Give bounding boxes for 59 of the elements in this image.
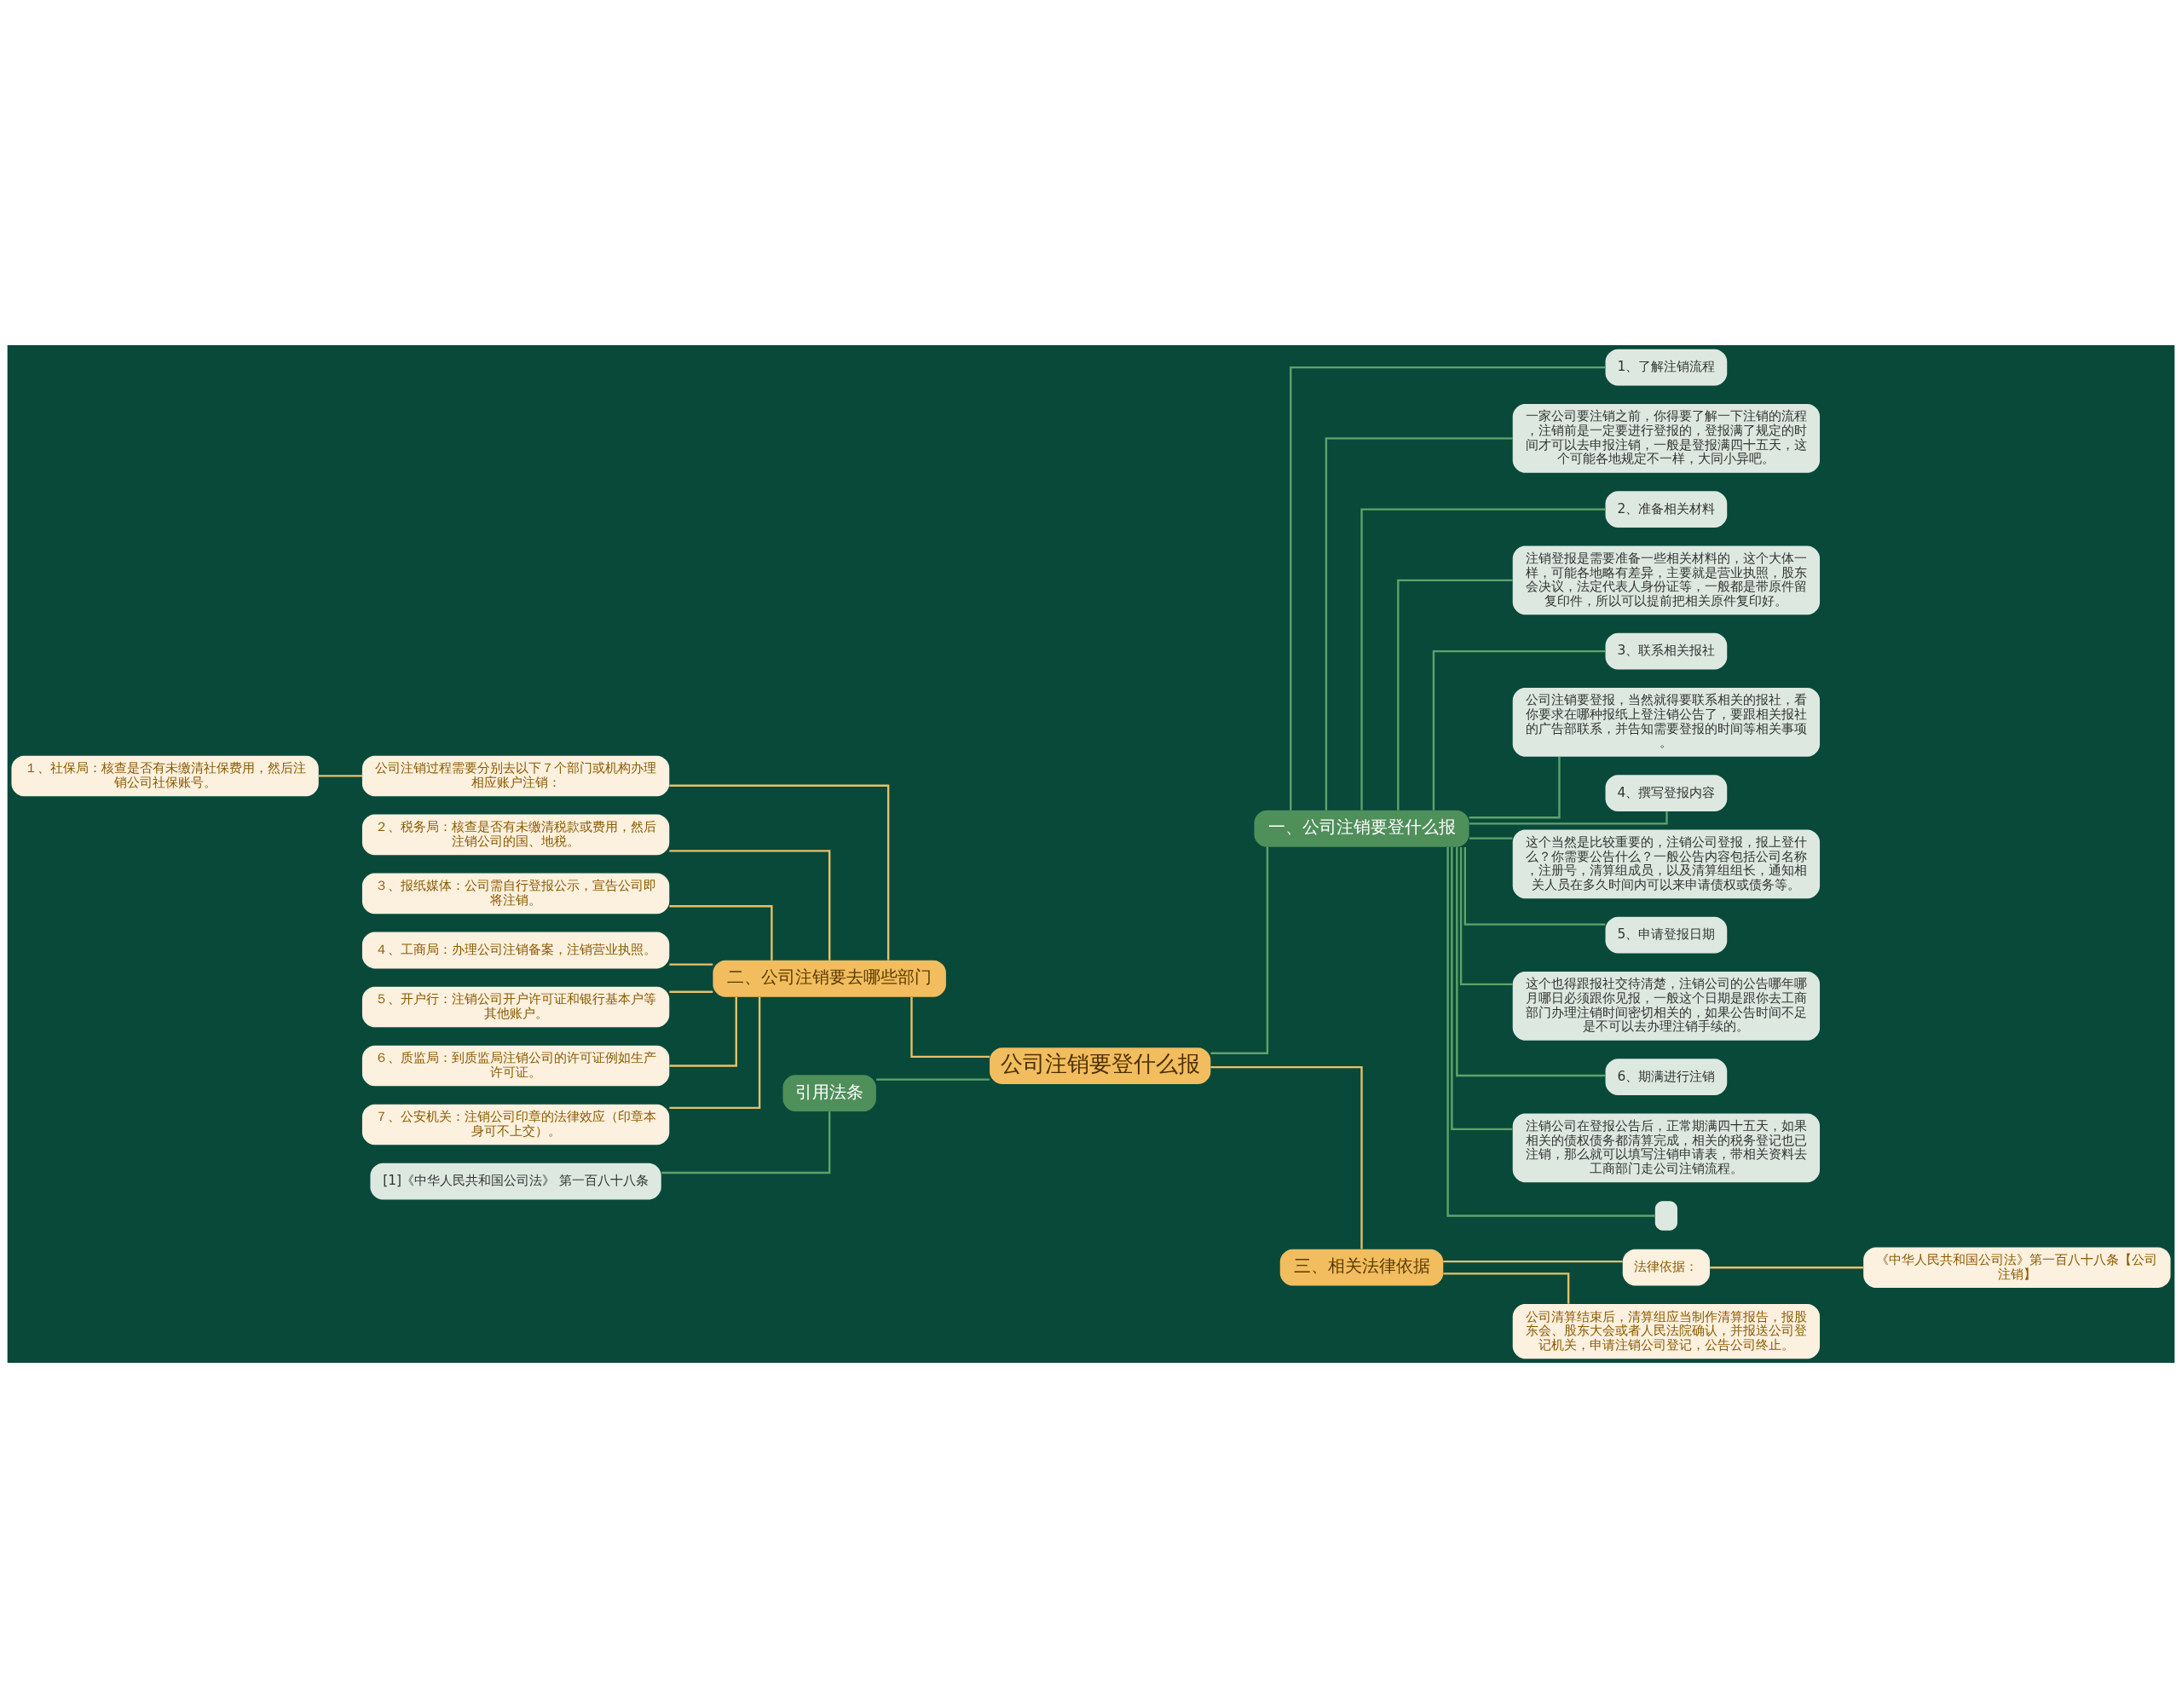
node-box: 公司清算结束后，清算组应当制作清算报告，报股东会、股东大会或者人民法院确认，并报送公司登记机关，申请注销公司登记，公告公司终止。 [1512,1304,1821,1359]
node-box: 2、准备相关材料 [1605,491,1728,528]
connector [1432,649,1606,811]
node-box: 引用法条 [782,1075,876,1112]
connector [1325,437,1513,811]
connector [1469,837,1513,840]
connector [1459,846,1513,985]
node-box: ６、质监局：到质监局注销公司的许可证例如生产许可证。 [361,1045,670,1087]
node-box: 公司注销过程需要分别去以下７个部门或机构办理相应账户注销： [361,755,670,797]
connector [1290,366,1606,811]
connector [669,784,890,961]
connector [669,963,713,966]
connector [1210,846,1269,1054]
node-box: 一家公司要注销之前，你得要了解一下注销的流程，注销前是一定要进行登报的，登报满了规定的时间才可以去申报注销，一般是登报满四十五天，这个可能各地规定不一样，大同小异吧。 [1512,404,1821,473]
connector [669,997,761,1110]
node-box: 注销公司在登报公告后，正常期满四十五天，如果相关的债权债务都清算完成，相关的税务登记也已注销，那么就可以填写注销申请表，带相关资料去工商部门走公司注销流程。 [1512,1113,1821,1183]
connector [910,997,990,1059]
connector [1446,846,1655,1217]
node-box: 5、申请登报日期 [1605,916,1728,954]
node-box: [1]《中华人民共和国公司法》 第一百八十八条 [370,1163,661,1200]
connector [876,1078,990,1081]
connector [1443,1272,1570,1304]
connector [1456,847,1606,1077]
node-box: １、社保局：核查是否有未缴清社保费用，然后注销公司社保账号。 [11,755,319,797]
node-box: 4、撰写登报内容 [1605,775,1728,812]
node-box: 公司注销要登报，当然就得要联系相关的报社，看你要求在哪种报纸上登注销公告了，要跟相关报社的广告部联系，并告知需要登报的时间等相关事项。 [1512,687,1821,757]
node-box: 6、期满进行注销 [1605,1059,1728,1096]
connector [1451,846,1513,1131]
connector [1469,811,1668,825]
connector [1360,508,1606,811]
connector [669,905,773,961]
connector [1710,1267,1863,1269]
node-box: 3、联系相关报社 [1605,632,1728,670]
node-box: ５、开户行：注销公司开户许可证和银行基本户等其他账户。 [361,986,670,1028]
connector [669,990,713,993]
node-box: 1、了解注销流程 [1605,349,1728,386]
node-box [1654,1201,1677,1231]
node-box: 二、公司注销要去哪些部门 [713,960,946,997]
connector [1469,757,1561,819]
connector [318,775,362,777]
connector [1443,1260,1623,1263]
connector [1397,579,1513,811]
node-box: ３、报纸媒体：公司需自行登报公示，宣告公司即将注销。 [361,873,670,915]
node-box: 公司注销要登什么报 [990,1047,1211,1084]
connector [661,1111,831,1174]
node-box: ４、工商局：办理公司注销备案，注销营业执照。 [361,932,670,969]
node-box: 三、相关法律依据 [1279,1249,1444,1286]
node-box: 一、公司注销要登什么报 [1254,810,1469,847]
connector [669,850,831,961]
node-box: 《中华人民共和国公司法》第一百八十八条【公司注销】 [1863,1247,2171,1288]
node-box: 这个当然是比较重要的，注销公司登报，报上登什么？你需要公告什么？一般公告内容包括公司名称，注册号，清算组成员，以及清算组组长，通知相关人员在多久时间内可以来申请债权或债务等。 [1512,829,1821,899]
connector [1463,846,1606,926]
node-box: 这个也得跟报社交待清楚，注销公司的公告哪年哪月哪日必须跟你见报，一般这个日期是跟你去工商部门办理注销时间密切相关的，如果公告时间不足是不可以去办理注销手续的。 [1512,971,1821,1041]
node-box: 法律依据： [1622,1249,1711,1286]
node-box: ２、税务局：核查是否有未缴清税款或费用，然后注销公司的国、地税。 [361,814,670,856]
node-box: 注销登报是需要准备一些相关材料的，这个大体一样，可能各地略有差异，主要就是营业执照，股东会决议，法定代表人身份证等，一般都是带原件留复印件，所以可以提前把相关原件复印好。 [1512,545,1821,615]
connector [1210,1065,1363,1249]
node-box: ７、公安机关：注销公司印章的法律效应（印章本身可不上交）。 [361,1104,670,1145]
connector [669,996,737,1067]
